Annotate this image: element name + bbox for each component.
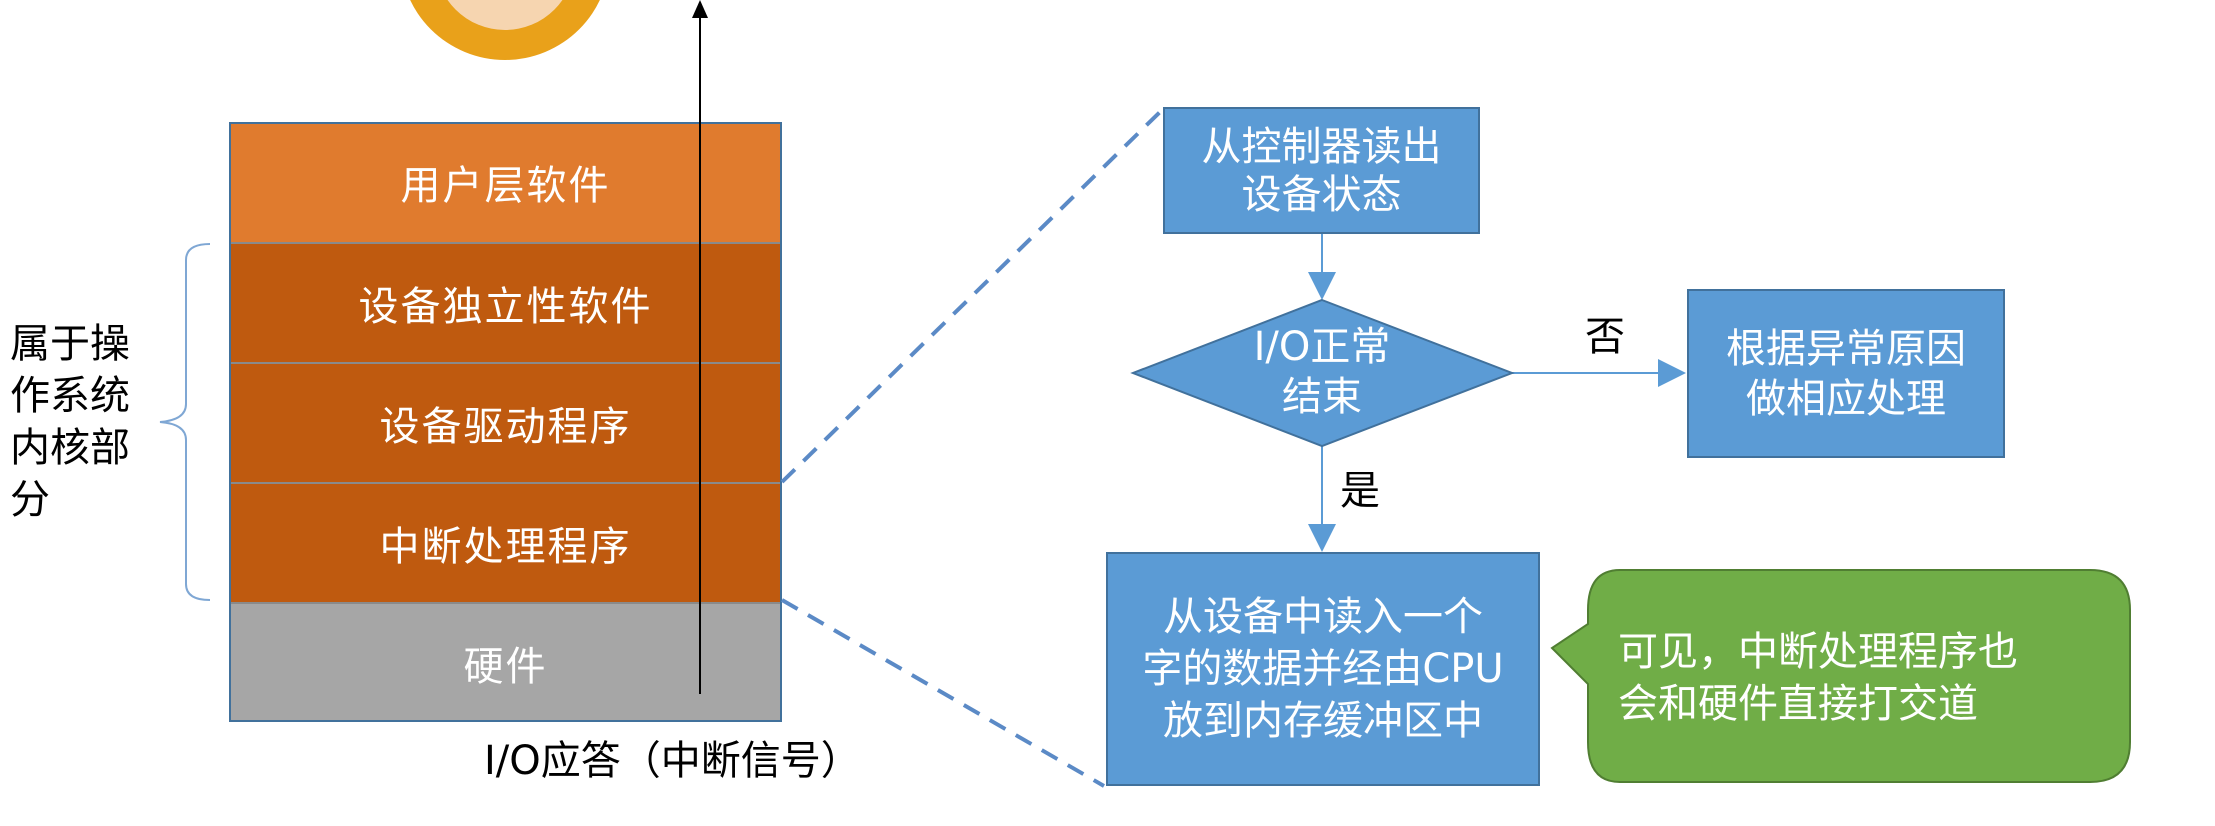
kernel-label-line-2: 作系统 xyxy=(10,373,130,419)
callout-bubble xyxy=(1550,569,2131,783)
kernel-label-line-1: 属于操 xyxy=(10,321,130,367)
layer-device-independent-label: 设备独立性软件 xyxy=(358,284,653,330)
read-status-line-2: 设备状态 xyxy=(1241,171,1402,218)
layer-device-driver: 设备驱动程序 xyxy=(229,362,782,482)
decision-label: I/O正常 结束 xyxy=(1200,322,1444,422)
error-line-1: 根据异常原因 xyxy=(1726,325,1966,372)
decision-line-2: 结束 xyxy=(1282,374,1362,420)
yes-label: 是 xyxy=(1340,468,1380,514)
decision-diamond xyxy=(1130,298,1515,448)
error-line-2: 做相应处理 xyxy=(1746,375,1946,422)
read-status-box: 从控制器读出 设备状态 xyxy=(1163,107,1480,234)
read-status-line-1: 从控制器读出 xyxy=(1201,123,1442,170)
io-response-label: I/O应答（中断信号） xyxy=(484,738,861,784)
layer-user-software-label: 用户层软件 xyxy=(400,163,611,209)
callout-line-2: 会和硬件直接打交道 xyxy=(1618,681,1978,727)
decision-line-1: I/O正常 xyxy=(1253,324,1391,370)
read-data-line-2: 字的数据并经由CPU xyxy=(1142,646,1504,692)
layer-interrupt-handler: 中断处理程序 xyxy=(229,482,782,602)
layer-user-software: 用户层软件 xyxy=(229,122,782,242)
kernel-brace xyxy=(159,243,211,601)
kernel-brace-label: 属于操 作系统 内核部 分 xyxy=(10,318,130,526)
callout-text: 可见，中断处理程序也 会和硬件直接打交道 xyxy=(1618,626,2118,730)
kernel-label-line-4: 分 xyxy=(10,477,50,523)
read-data-box: 从设备中读入一个 字的数据并经由CPU 放到内存缓冲区中 xyxy=(1106,552,1540,786)
read-data-line-3: 放到内存缓冲区中 xyxy=(1162,698,1483,744)
layer-device-independent-software: 设备独立性软件 xyxy=(229,242,782,362)
zoom-line-top xyxy=(780,108,1164,484)
callout-line-1: 可见，中断处理程序也 xyxy=(1618,629,2018,675)
no-label: 否 xyxy=(1585,314,1625,360)
layer-hardware: 硬件 xyxy=(229,602,782,722)
layer-device-driver-label: 设备驱动程序 xyxy=(379,404,632,450)
kernel-label-line-3: 内核部 xyxy=(10,425,130,471)
zoom-line-bottom xyxy=(780,598,1106,788)
layer-interrupt-handler-label: 中断处理程序 xyxy=(379,524,632,570)
interrupt-up-arrowhead xyxy=(692,0,708,18)
error-handling-box: 根据异常原因 做相应处理 xyxy=(1687,289,2005,458)
layer-stack-border xyxy=(229,122,782,722)
read-data-line-1: 从设备中读入一个 xyxy=(1162,594,1483,640)
layer-hardware-label: 硬件 xyxy=(463,644,548,690)
